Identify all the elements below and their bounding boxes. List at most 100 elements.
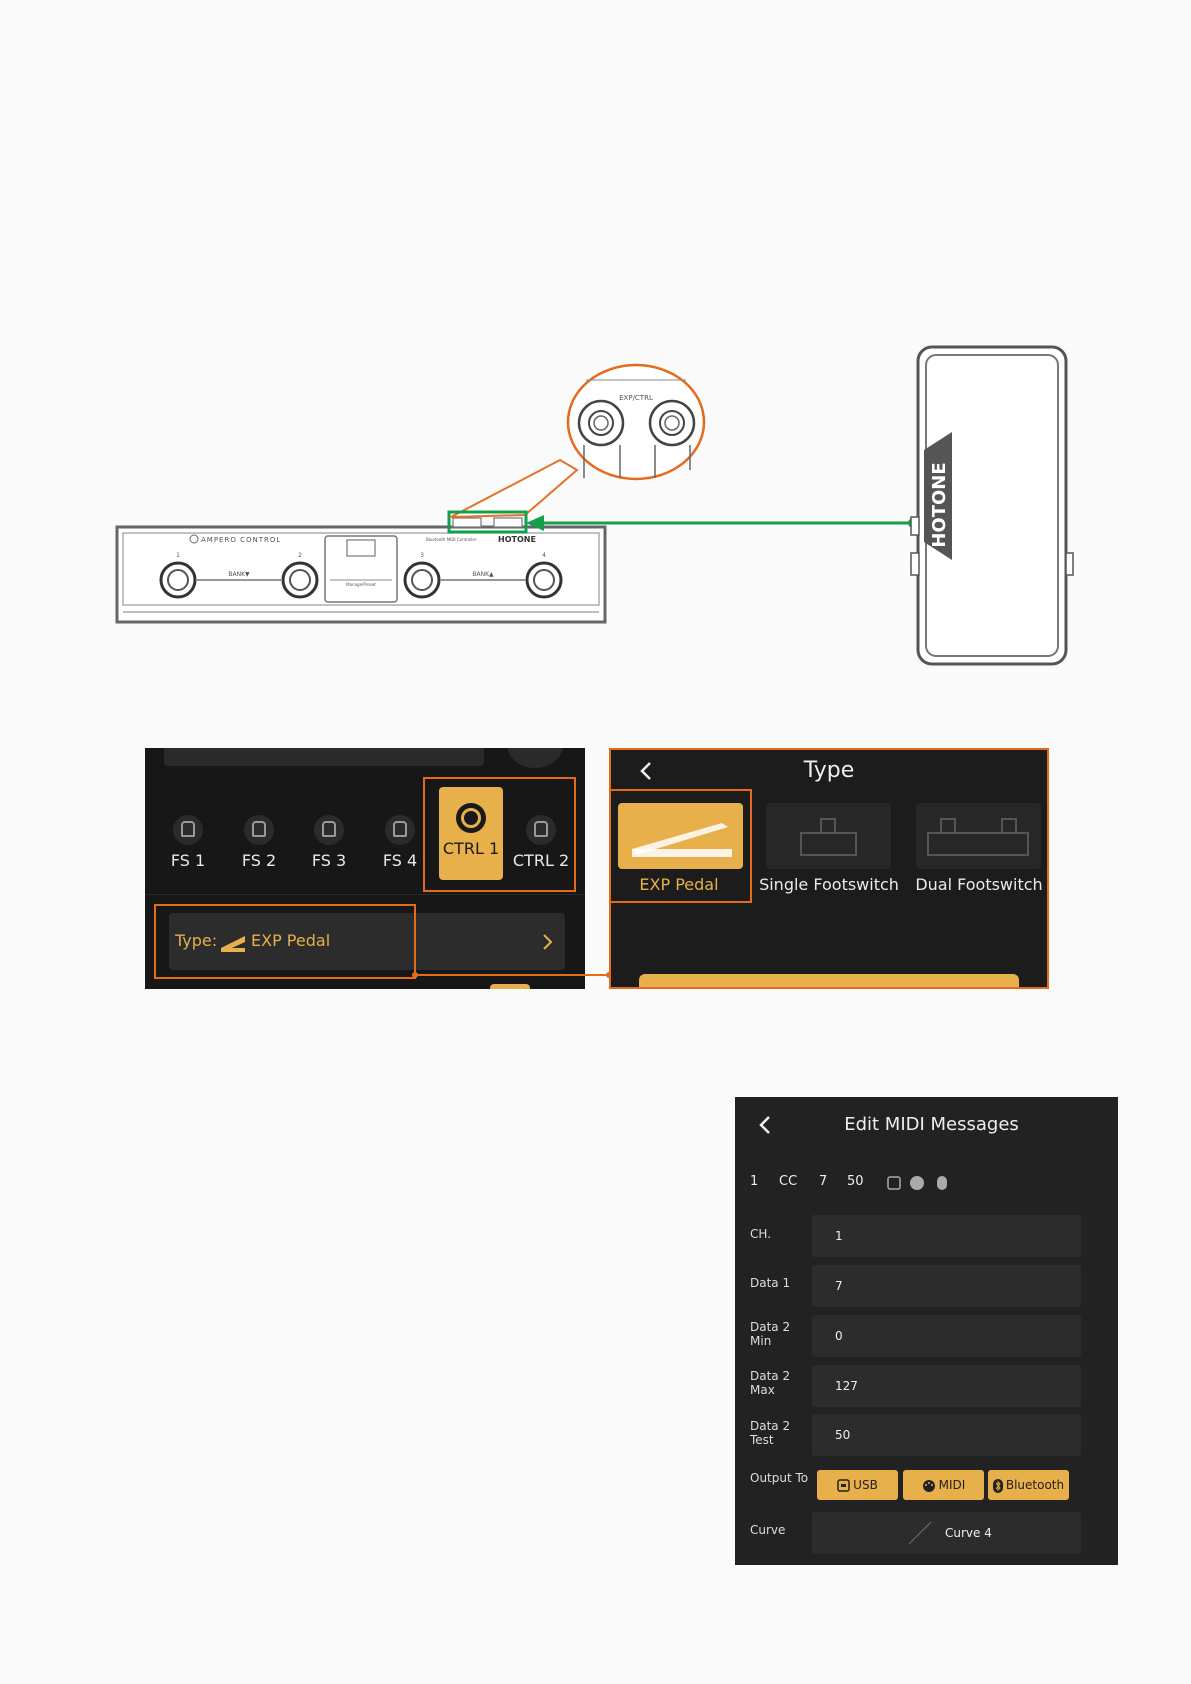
type-label-exp-pedal: EXP Pedal bbox=[639, 875, 719, 894]
center-display-panel bbox=[324, 535, 398, 603]
switch-fs1[interactable]: FS 1 bbox=[156, 803, 220, 883]
curve-field[interactable]: Curve 4 bbox=[812, 1512, 1081, 1554]
type-prefix: Type: bbox=[175, 931, 218, 950]
type-screen-highlight bbox=[609, 748, 1049, 989]
jack-2-icon bbox=[648, 399, 696, 447]
bank-up-label: BANK▲ bbox=[472, 571, 494, 578]
curve-value: Curve 4 bbox=[945, 1526, 992, 1540]
type-selection-screen: Type EXP Pedal Single Footswitch Dual Fo… bbox=[609, 748, 1049, 989]
switch-number-3: 3 bbox=[420, 552, 424, 559]
switch-label: FS 3 bbox=[311, 851, 347, 870]
single-footswitch-icon bbox=[800, 818, 857, 856]
output-bluetooth-button[interactable]: Bluetooth bbox=[988, 1470, 1069, 1500]
row-label-data1: Data 1 bbox=[750, 1276, 791, 1290]
bluetooth-icon bbox=[992, 1478, 1003, 1493]
field-data1[interactable]: 7 bbox=[812, 1265, 1081, 1307]
center-small-text: Manage/Preset bbox=[346, 582, 376, 587]
brand-left: AMPERO CONTROL bbox=[201, 536, 281, 544]
jack-highlight-box bbox=[447, 510, 528, 534]
dual-footswitch-icon bbox=[927, 818, 1029, 856]
type-value: EXP Pedal bbox=[251, 931, 331, 950]
switch-number-4: 4 bbox=[542, 552, 546, 559]
footswitch-4 bbox=[525, 561, 563, 599]
type-row[interactable]: Type: EXP Pedal bbox=[169, 913, 565, 970]
confirm-button-partial[interactable] bbox=[639, 974, 1019, 989]
panel-title: Edit MIDI Messages bbox=[844, 1114, 1019, 1135]
summary-ch: 1 bbox=[750, 1174, 759, 1189]
exp-ctrl-label: EXP/CTRL bbox=[619, 394, 653, 402]
type-label-single-footswitch: Single Footswitch bbox=[759, 875, 899, 894]
ctrl-highlight-box bbox=[423, 777, 576, 892]
jack-1-icon bbox=[577, 399, 625, 447]
switch-label: CTRL 1 bbox=[442, 839, 500, 858]
footswitch-icon bbox=[173, 815, 203, 845]
type-option-dual-footswitch[interactable] bbox=[916, 803, 1041, 869]
output-usb-button[interactable]: USB bbox=[817, 1470, 898, 1500]
usb-icon bbox=[837, 1479, 850, 1492]
switch-number-1: 1 bbox=[176, 552, 180, 559]
output-midi-label: MIDI bbox=[938, 1478, 966, 1492]
subtitle: Bluetooth MIDI Controller bbox=[426, 537, 477, 542]
output-midi-button[interactable]: MIDI bbox=[903, 1470, 984, 1500]
jack-zoom-callout: EXP/CTRL bbox=[450, 363, 706, 518]
switch-fs4[interactable]: FS 4 bbox=[368, 803, 432, 883]
top-bar-remnant bbox=[164, 748, 484, 766]
output-status-icons bbox=[887, 1176, 947, 1190]
jack-icon bbox=[456, 803, 486, 833]
edit-midi-messages-panel: Edit MIDI Messages 1 CC 7 50 CH. 1 Data … bbox=[735, 1097, 1118, 1565]
output-usb-label: USB bbox=[853, 1478, 878, 1492]
screen-title: Type bbox=[803, 758, 855, 783]
chevron-right-icon bbox=[543, 934, 553, 950]
field-data2-test[interactable]: 50 bbox=[812, 1414, 1081, 1456]
footswitch-3 bbox=[403, 561, 441, 599]
switch-label: CTRL 2 bbox=[512, 851, 570, 870]
type-option-single-footswitch[interactable] bbox=[766, 803, 891, 869]
row-label-curve: Curve bbox=[750, 1523, 786, 1537]
field-data2-min[interactable]: 0 bbox=[812, 1315, 1081, 1357]
row-label-data2-min: Data 2 Min bbox=[750, 1320, 791, 1348]
chevron-left-icon[interactable] bbox=[758, 1114, 772, 1136]
pedal-brand: HOTONE bbox=[929, 462, 950, 547]
field-data2-max[interactable]: 127 bbox=[812, 1365, 1081, 1407]
footswitch-icon bbox=[244, 815, 274, 845]
chevron-left-icon[interactable] bbox=[639, 760, 653, 782]
expression-pedal: HOTONE bbox=[910, 345, 1074, 666]
footswitch-1 bbox=[159, 561, 197, 599]
brand-logo-icon bbox=[189, 534, 199, 544]
top-button-remnant bbox=[507, 748, 563, 768]
switch-selection-screen: FS 1 FS 2 FS 3 FS 4 CTRL 1 CTRL 2 Type: … bbox=[145, 748, 585, 989]
midi-icon bbox=[922, 1479, 935, 1492]
switch-ctrl2[interactable]: CTRL 2 bbox=[509, 803, 573, 883]
bank-down-label: BANK▼ bbox=[228, 571, 250, 578]
switch-label: FS 2 bbox=[241, 851, 277, 870]
brand-right: HOTONE bbox=[498, 535, 536, 544]
summary-data1: 7 bbox=[819, 1174, 828, 1189]
switch-number-2: 2 bbox=[298, 552, 302, 559]
summary-type: CC bbox=[779, 1174, 798, 1189]
switch-ctrl1[interactable]: CTRL 1 bbox=[439, 787, 503, 880]
row-label-data2-max: Data 2 Max bbox=[750, 1369, 791, 1397]
screen-link-line bbox=[412, 972, 612, 978]
curve-graph-icon bbox=[908, 1521, 932, 1545]
footswitch-icon bbox=[314, 815, 344, 845]
switch-fs3[interactable]: FS 3 bbox=[297, 803, 361, 883]
screen-icon bbox=[346, 539, 376, 557]
row-label-output-to: Output To bbox=[750, 1471, 809, 1485]
type-option-exp-pedal[interactable] bbox=[618, 803, 743, 869]
jack-exp-ctrl-1 bbox=[452, 517, 482, 528]
output-bluetooth-label: Bluetooth bbox=[1005, 1478, 1065, 1492]
summary-data2: 50 bbox=[847, 1174, 864, 1189]
field-ch[interactable]: 1 bbox=[812, 1215, 1081, 1257]
ampero-control-unit: Manage/Preset 1 2 3 4 BANK▼ BANK▲ AMPERO… bbox=[115, 517, 607, 624]
switch-label: FS 1 bbox=[170, 851, 206, 870]
arrow-head-icon bbox=[526, 515, 544, 531]
row-label-ch: CH. bbox=[750, 1227, 772, 1241]
connection-diagram: Manage/Preset 1 2 3 4 BANK▼ BANK▲ AMPERO… bbox=[115, 345, 1074, 666]
footswitch-icon bbox=[385, 815, 415, 845]
type-label-dual-footswitch: Dual Footswitch bbox=[915, 875, 1043, 894]
jack-exp-ctrl-2 bbox=[493, 517, 523, 528]
row-label-data2-test: Data 2 Test bbox=[750, 1419, 791, 1447]
footswitch-2 bbox=[281, 561, 319, 599]
switch-fs2[interactable]: FS 2 bbox=[227, 803, 291, 883]
exp-pedal-icon bbox=[221, 936, 245, 952]
